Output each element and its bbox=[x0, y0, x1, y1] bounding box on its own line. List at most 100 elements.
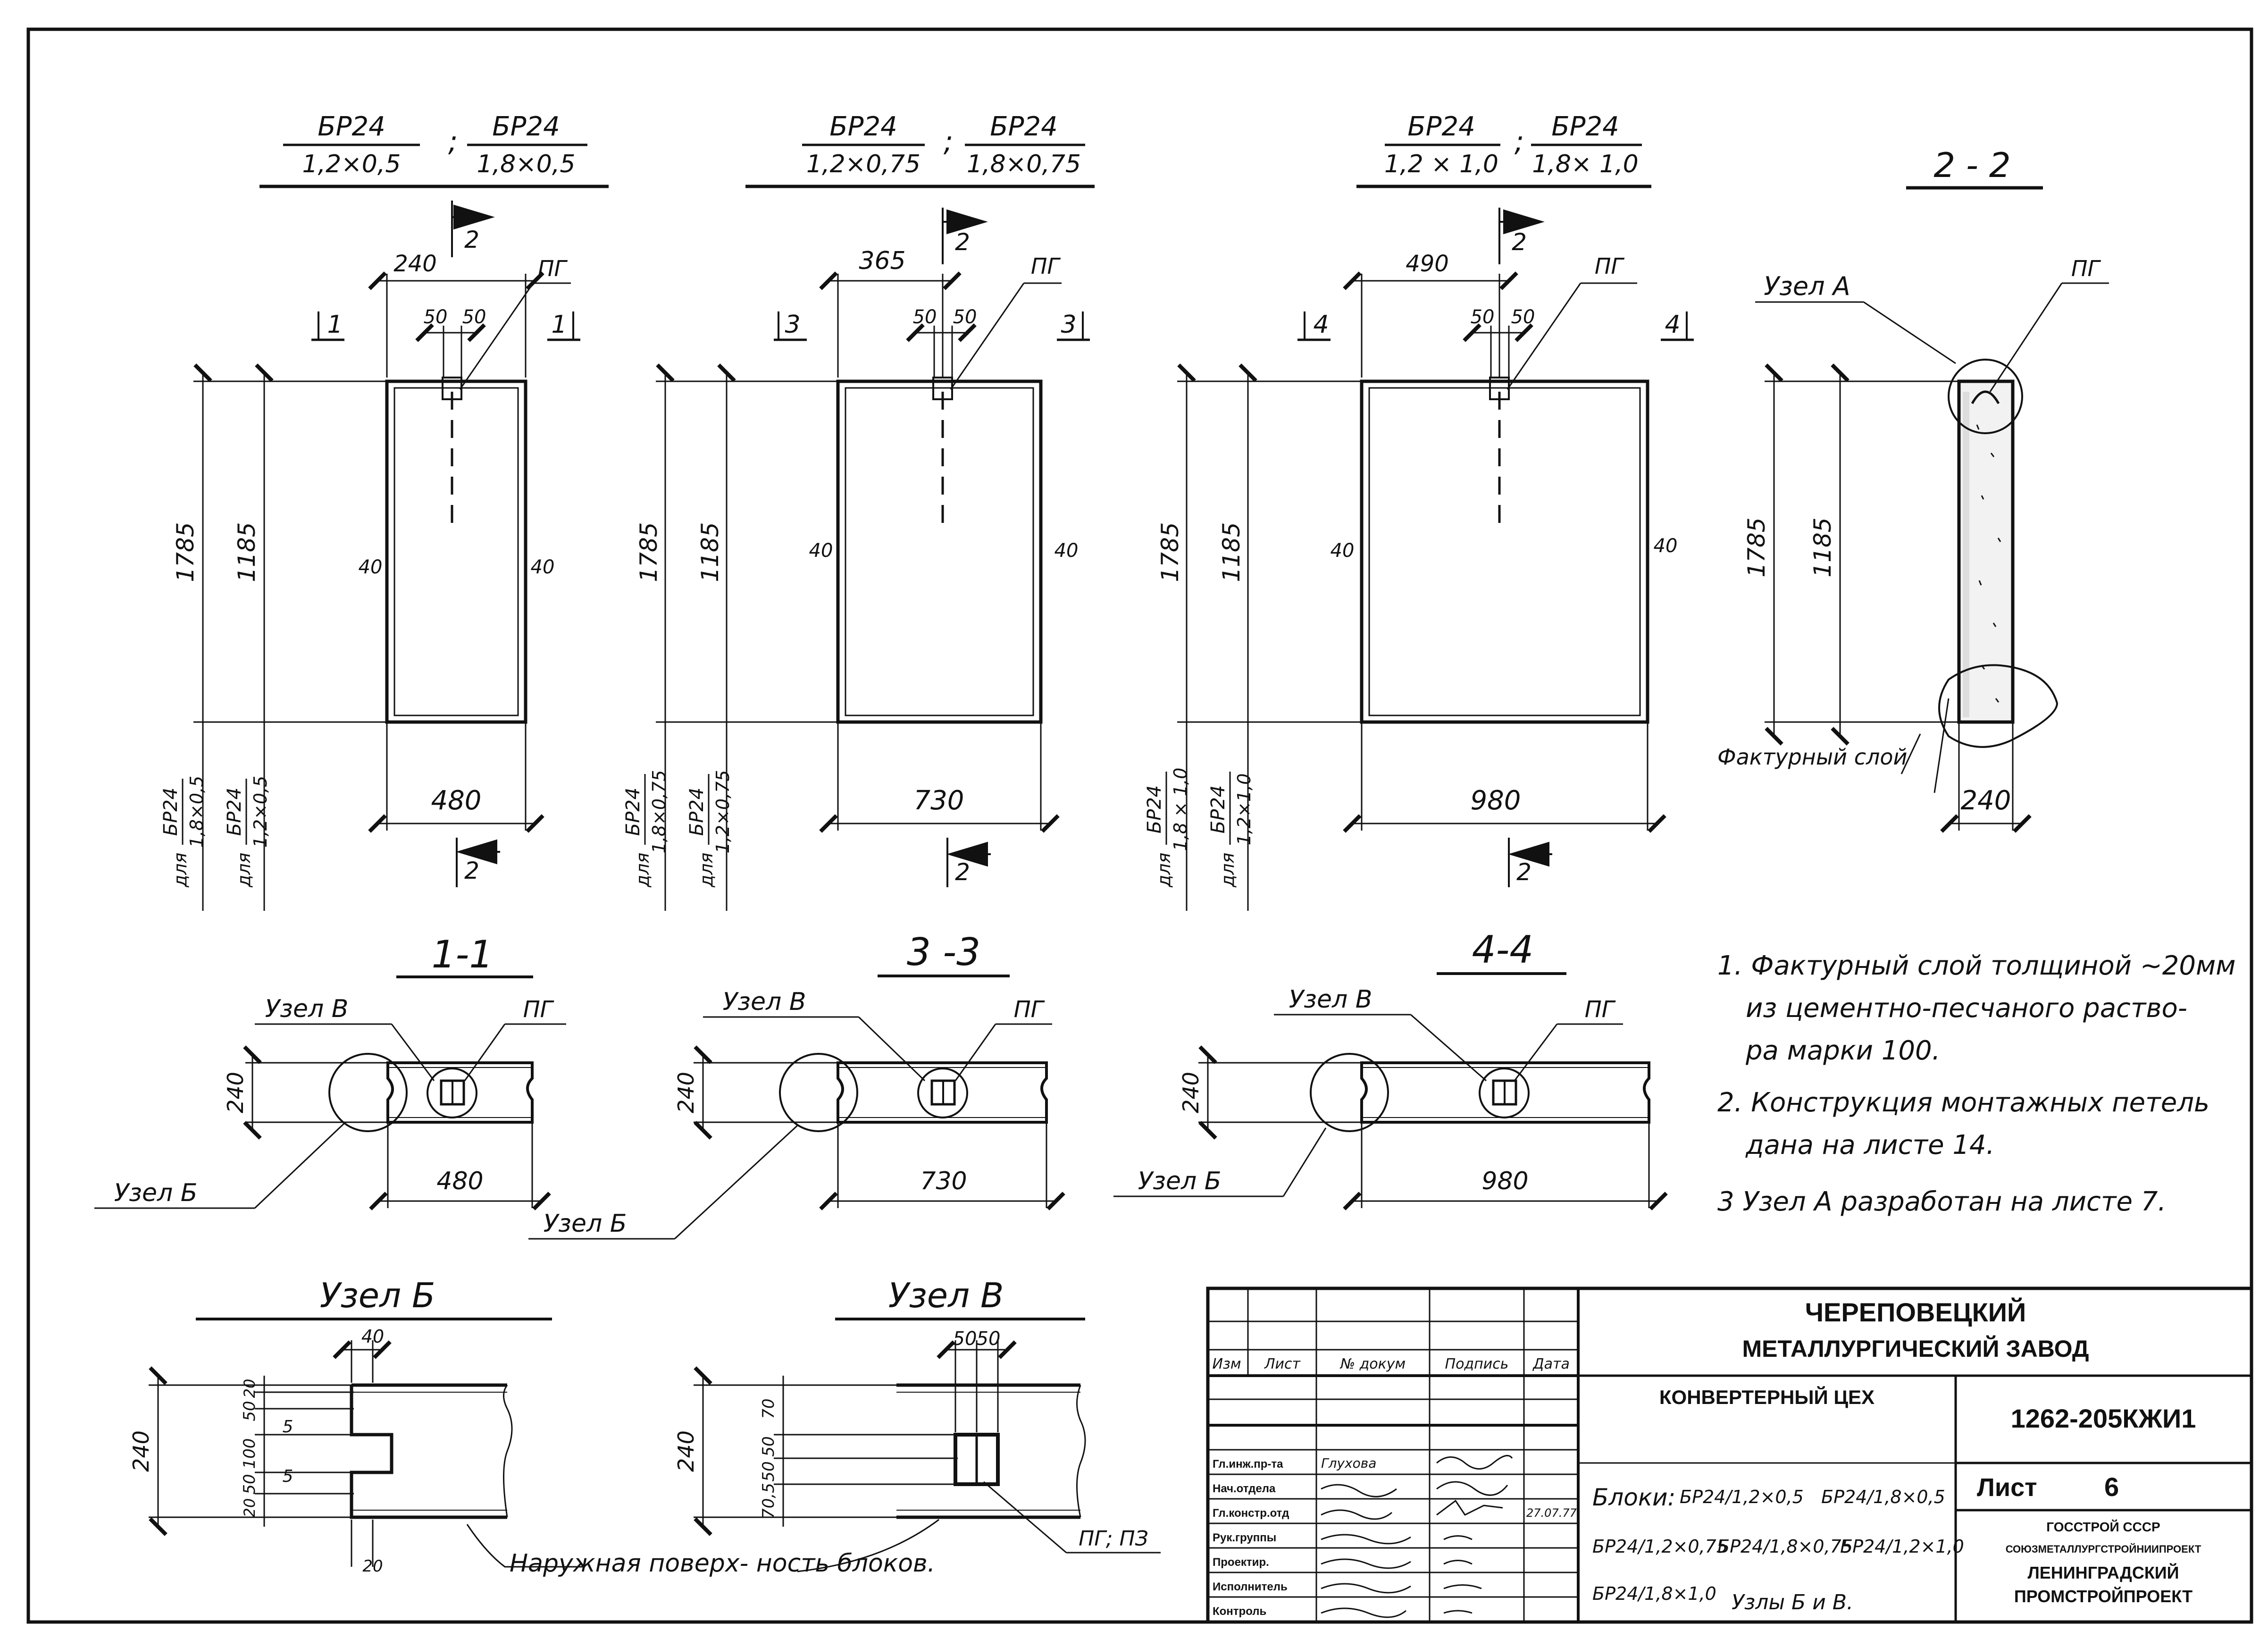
view-3-side-left: 40 bbox=[1331, 540, 1355, 562]
sheet-frame bbox=[26, 27, 2253, 1624]
view-3-h-total: 1785 bbox=[1156, 522, 1184, 582]
svg-text:для: для bbox=[170, 853, 191, 888]
view-1-num-a: БР24 bbox=[318, 111, 385, 142]
tb-shop: КОНВЕРТЕРНЫЙ ЦЕХ bbox=[1659, 1386, 1875, 1408]
node-v-d4: 70 bbox=[759, 1398, 778, 1419]
cut-3-width: 730 bbox=[920, 1167, 967, 1195]
node-b-s1: 5 bbox=[283, 1417, 293, 1437]
node-b-top: 40 bbox=[361, 1326, 384, 1347]
tb-col-sign: Подпись bbox=[1445, 1356, 1509, 1372]
cut-3-title: 3 -3 bbox=[907, 930, 980, 974]
tb-code: 1262-205КЖИ1 bbox=[2011, 1404, 2196, 1433]
note-line-6: 3 Узел А разработан на листе 7. bbox=[1717, 1186, 2166, 1217]
view-1-side-right: 40 bbox=[531, 556, 555, 578]
tb-issuer-2: СОЮЗМЕТАЛЛУРГСТРОЙНИИПРОЕКТ bbox=[2006, 1543, 2201, 1555]
svg-text:2: 2 bbox=[464, 226, 479, 253]
section-2-2-loop: ПГ bbox=[2071, 256, 2101, 281]
view-2: БР24 1,2×0,75 ; БР24 1,8×0,75 365 50 50 … bbox=[622, 111, 1095, 911]
view-3-width-top: 490 bbox=[1406, 251, 1449, 277]
cut-4-node-v: Узел В bbox=[1289, 985, 1373, 1014]
note-line-1: 1. Фактурный слой толщиной ~20мм bbox=[1717, 950, 2236, 981]
view-1-width-bottom: 480 bbox=[431, 785, 482, 816]
tb-role-3: Гл.констр.отд bbox=[1213, 1507, 1289, 1520]
view-1-block bbox=[385, 379, 527, 724]
svg-text:2: 2 bbox=[955, 858, 970, 886]
svg-text:для: для bbox=[696, 853, 717, 888]
view-2-block bbox=[836, 379, 1043, 724]
svg-text:2: 2 bbox=[955, 228, 970, 256]
svg-text:4: 4 bbox=[1313, 311, 1329, 339]
tb-role-7: Контроль bbox=[1213, 1605, 1266, 1618]
view-3-web-b: 50 bbox=[1511, 306, 1535, 328]
node-b-total: 240 bbox=[128, 1430, 154, 1472]
svg-text:1,2×0,75: 1,2×0,75 bbox=[712, 770, 733, 854]
node-b-d4: 50 bbox=[240, 1474, 259, 1494]
svg-text:4: 4 bbox=[1665, 311, 1680, 339]
node-b-detail: Узел Б 40 240 20 50 100 50 20 5 5 20 bbox=[128, 1276, 939, 1578]
view-3-loop-label: ПГ bbox=[1595, 253, 1625, 279]
view-3-block bbox=[1360, 379, 1649, 724]
svg-text:для: для bbox=[632, 853, 653, 888]
note-line-3: ра марки 100. bbox=[1745, 1035, 1940, 1066]
svg-text:БР24: БР24 bbox=[686, 788, 708, 836]
svg-text:;: ; bbox=[944, 125, 953, 158]
node-b-d2: 50 bbox=[240, 1401, 259, 1421]
cut-4-width: 980 bbox=[1481, 1167, 1528, 1195]
cut-1-title: 1-1 bbox=[432, 933, 494, 976]
svg-text:;: ; bbox=[448, 125, 458, 158]
cut-4-node-b: Узел Б bbox=[1138, 1167, 1222, 1195]
svg-text:для: для bbox=[1154, 853, 1174, 888]
view-1-den-b: 1,8×0,5 bbox=[477, 150, 576, 178]
tb-desc-item-2: БР24/1,8×0,5 bbox=[1821, 1487, 1945, 1507]
view-3-web-a: 50 bbox=[1471, 306, 1495, 328]
view-3-width-bottom: 980 bbox=[1471, 785, 1521, 816]
cut-1-node-v: Узел В bbox=[265, 995, 349, 1023]
cut-4-thick: 240 bbox=[1178, 1072, 1204, 1113]
node-b-title: Узел Б bbox=[320, 1276, 435, 1315]
view-2-den-a: 1,2×0,75 bbox=[806, 150, 921, 178]
svg-text:1: 1 bbox=[551, 311, 567, 339]
view-3-num-b: БР24 bbox=[1551, 111, 1619, 142]
view-1-web-a: 50 bbox=[424, 306, 448, 328]
cut-4-title: 4-4 bbox=[1472, 928, 1534, 972]
svg-text:1,8×0,5: 1,8×0,5 bbox=[186, 776, 207, 848]
title-block: Изм Лист № докум Подпись Дата Гл.инж.пр-… bbox=[1206, 1286, 2253, 1624]
tb-role-1: Гл.инж.пр-та bbox=[1213, 1458, 1283, 1471]
cut-1-loop: ПГ bbox=[523, 996, 554, 1023]
view-2-width-top: 365 bbox=[859, 247, 905, 275]
tb-date-note: 27.07.77 bbox=[1526, 1506, 1577, 1520]
svg-text:для: для bbox=[234, 853, 254, 888]
svg-text:для: для bbox=[1217, 853, 1238, 888]
tb-col-list: Лист bbox=[1264, 1356, 1301, 1372]
view-2-h-total: 1785 bbox=[635, 522, 662, 582]
tb-sheet-label: Лист bbox=[1977, 1473, 2037, 1502]
view-2-side-left: 40 bbox=[809, 540, 833, 562]
node-v-loop: ПГ; ПЗ bbox=[1079, 1527, 1148, 1551]
svg-text:;: ; bbox=[1515, 125, 1524, 158]
svg-text:3: 3 bbox=[785, 311, 800, 339]
cut-1-1: 1-1 Узел В ПГ 240 480 Узел Б bbox=[94, 933, 566, 1210]
section-2-2-width: 240 bbox=[1961, 785, 2011, 816]
general-notes: 1. Фактурный слой толщиной ~20мм из цеме… bbox=[1717, 950, 2236, 1217]
section-2-2-h-inner: 1185 bbox=[1809, 517, 1836, 577]
cut-4-loop: ПГ bbox=[1585, 996, 1616, 1023]
node-v-d1: 70,5 bbox=[759, 1483, 778, 1519]
tb-desc-item-1: БР24/1,2×0,5 bbox=[1680, 1487, 1804, 1507]
view-1-width-top: 240 bbox=[393, 251, 437, 277]
tb-col-izm: Изм bbox=[1212, 1356, 1241, 1372]
node-a-label: Узел А bbox=[1764, 271, 1850, 301]
view-1: БР24 1,2×0,5 ; БР24 1,8×0,5 240 50 50 ПГ… bbox=[160, 111, 609, 911]
svg-text:1,8×0,75: 1,8×0,75 bbox=[649, 770, 670, 854]
tb-desc-item-5: БР24/1,2×1,0 bbox=[1840, 1536, 1964, 1557]
cut-3-node-b: Узел Б bbox=[544, 1210, 627, 1238]
tb-issuer-4: ПРОМСТРОЙПРОЕКТ bbox=[2014, 1586, 2193, 1606]
tb-desc-item-6: БР24/1,8×1,0 bbox=[1592, 1583, 1716, 1604]
tb-issuer-3: ЛЕНИНГРАДСКИЙ bbox=[2027, 1563, 2179, 1582]
tb-col-date: Дата bbox=[1532, 1356, 1570, 1372]
svg-text:1,2×1,0: 1,2×1,0 bbox=[1234, 773, 1255, 846]
note-line-5: дана на листе 14. bbox=[1745, 1130, 1994, 1160]
cut-3-node-v: Узел В bbox=[723, 988, 806, 1016]
tb-role-5: Проектир. bbox=[1213, 1556, 1269, 1569]
node-v-title: Узел В bbox=[888, 1276, 1004, 1315]
